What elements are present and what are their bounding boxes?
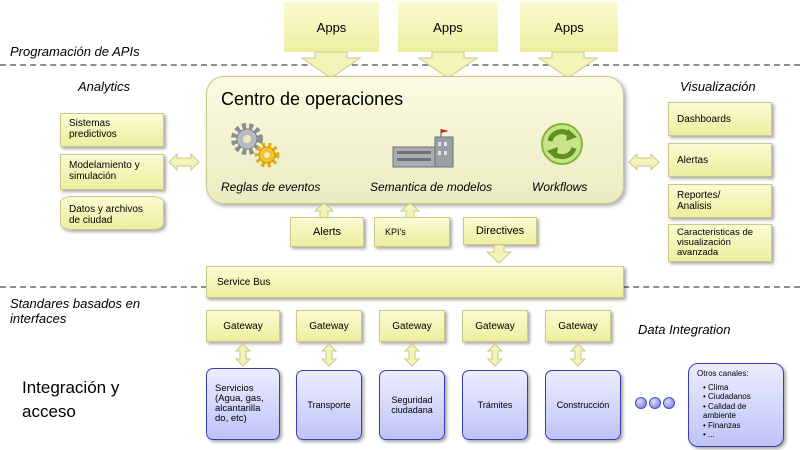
- apps-box: Apps: [520, 2, 618, 52]
- label-analytics: Analytics: [78, 79, 131, 94]
- center-item-label: Semantica de modelos: [370, 180, 493, 194]
- label-data-integration: Data Integration: [638, 322, 731, 337]
- centro-operaciones-panel: Centro de operaciones Reglas de eventos: [206, 76, 624, 204]
- double-vertical-arrow-icon: [486, 343, 504, 367]
- gateway-label: Gateway: [475, 320, 515, 332]
- center-item-label: Reglas de eventos: [221, 180, 321, 194]
- alerts-label: Alerts: [312, 225, 342, 238]
- down-arrow-icon: [417, 51, 479, 79]
- service-label: Seguridad ciudadana: [391, 395, 433, 415]
- gateway-box: Gateway: [379, 310, 445, 342]
- ellipsis-dot: [635, 397, 647, 409]
- factory-icon: [392, 129, 454, 168]
- label-apis: Programación de APIs: [10, 44, 140, 59]
- apps-box: Apps: [284, 2, 379, 52]
- analytics-label: Datos y archivos de ciudad: [69, 204, 143, 226]
- service-box: Construcción: [545, 370, 621, 440]
- service-label: Servicios (Agua, gas, alcantarilla do, e…: [215, 383, 264, 424]
- otros-item: • ...: [703, 430, 715, 439]
- visualization-label: Caracteristicas de visualización avanzad…: [677, 227, 754, 258]
- service-box: Transporte: [296, 370, 362, 440]
- otros-item: • Clima: [703, 382, 729, 392]
- visualization-label: Alertas: [677, 155, 709, 166]
- analytics-label: Modelamiento y simulación: [69, 160, 140, 182]
- label-integration: Integración y acceso: [22, 378, 120, 421]
- double-vertical-arrow-icon: [234, 343, 252, 367]
- gateway-box: Gateway: [206, 310, 280, 342]
- separator-top: [0, 64, 800, 66]
- apps-label: Apps: [433, 19, 463, 35]
- double-arrow-left-icon: [168, 153, 200, 171]
- apps-arrows: [300, 51, 599, 79]
- down-arrow-icon: [300, 51, 362, 79]
- gateway-box: Gateway: [545, 310, 611, 342]
- otros-canales-box: Otros canales: • Clima • Ciudadanos • Ca…: [688, 363, 784, 447]
- gateway-label: Gateway: [223, 320, 263, 332]
- apps-box: Apps: [398, 2, 498, 52]
- gateway-label: Gateway: [558, 320, 598, 332]
- label-visualizacion: Visualización: [680, 79, 756, 94]
- service-bus-label: Service Bus: [217, 276, 271, 288]
- gateway-box: Gateway: [462, 310, 528, 342]
- gateway-label: Gateway: [309, 320, 349, 332]
- otros-item: • Calidad de ambiente: [703, 401, 747, 421]
- double-arrow-right-icon: [628, 153, 660, 171]
- gateway-label: Gateway: [392, 320, 432, 332]
- analytics-label: Sistemas predictivos: [69, 118, 117, 140]
- down-arrow-directives-icon: [485, 244, 513, 264]
- up-arrow-icon: [313, 202, 335, 219]
- otros-item: • Ciudadanos: [703, 392, 751, 401]
- visualization-item: Alertas: [668, 143, 772, 177]
- visualization-label: Dashboards: [677, 114, 731, 125]
- ellipsis-dot: [663, 397, 675, 409]
- label-standards: Standares basados en interfaces: [10, 296, 141, 326]
- gateway-arrows: [234, 343, 587, 367]
- double-vertical-arrow-icon: [320, 343, 338, 367]
- ellipsis-dot: [649, 397, 661, 409]
- gateway-box: Gateway: [296, 310, 362, 342]
- apps-label: Apps: [554, 19, 584, 35]
- directives-box: Directives: [463, 217, 537, 245]
- analytics-item-database: Datos y archivos de ciudad: [60, 196, 164, 230]
- directives-label: Directives: [475, 224, 525, 237]
- otros-item: • Finanzas: [703, 420, 741, 430]
- analytics-item: Sistemas predictivos: [60, 113, 164, 147]
- up-arrow-icon: [399, 202, 421, 219]
- visualization-item: Dashboards: [668, 102, 772, 136]
- center-item-label: Workflows: [532, 180, 588, 194]
- service-label: Construcción: [556, 400, 610, 410]
- visualization-item: Reportes/ Analisis: [668, 184, 772, 218]
- kpis-label: KPI's: [385, 226, 406, 237]
- centro-title: Centro de operaciones: [221, 89, 404, 109]
- otros-canales-title: Otros canales:: [697, 369, 749, 378]
- service-label: Trámites: [477, 400, 513, 410]
- apps-label: Apps: [316, 19, 347, 35]
- service-box: Trámites: [462, 370, 528, 440]
- workflow-cycle-icon: [541, 123, 583, 165]
- service-box: Seguridad ciudadana: [379, 370, 445, 440]
- down-arrow-icon: [537, 51, 599, 79]
- double-vertical-arrow-icon: [569, 343, 587, 367]
- double-vertical-arrow-icon: [403, 343, 421, 367]
- alerts-box: Alerts: [290, 217, 364, 247]
- gears-icon: [231, 123, 280, 168]
- analytics-item: Modelamiento y simulación: [60, 154, 164, 190]
- kpis-box: KPI's: [374, 217, 450, 247]
- service-box: Servicios (Agua, gas, alcantarilla do, e…: [206, 368, 280, 440]
- visualization-label: Reportes/ Analisis: [677, 190, 721, 212]
- visualization-item: Caracteristicas de visualización avanzad…: [668, 224, 772, 262]
- service-label: Transporte: [307, 400, 351, 410]
- service-bus: Service Bus: [206, 266, 624, 298]
